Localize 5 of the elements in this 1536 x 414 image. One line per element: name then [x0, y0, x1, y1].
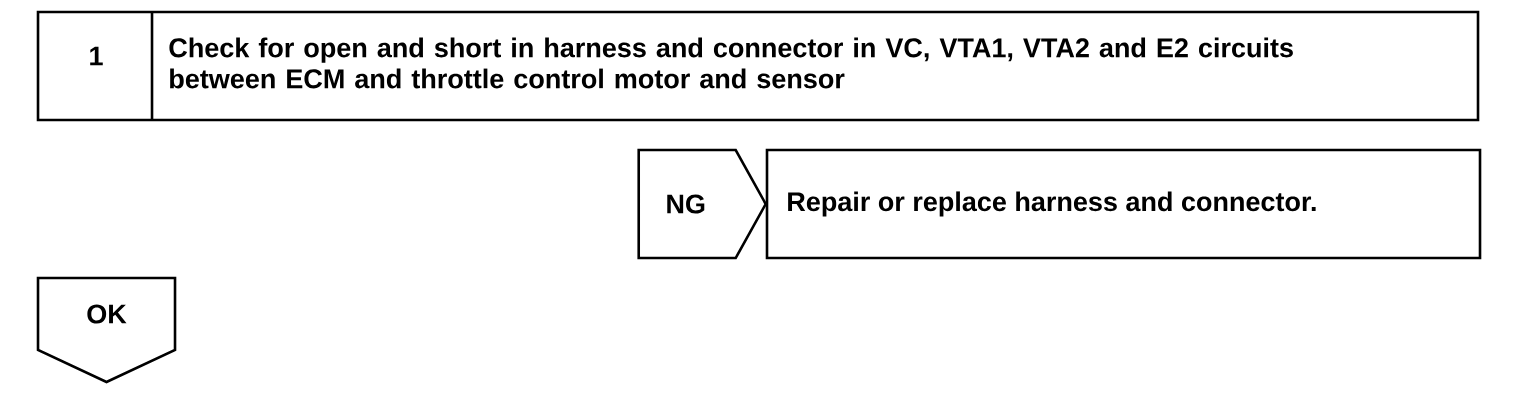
step-number: 1 [90, 46, 103, 66]
chevron-arrow [637, 148, 768, 260]
edge-label: NG [667, 194, 705, 214]
step-text: Check for open and short in harness and connector in VC, VTA1, VTA2 and E2 circuits between ECM and throttle control motor and sensor [169, 37, 1293, 89]
action-box: Repair or replace harness and connector. [765, 148, 1482, 260]
